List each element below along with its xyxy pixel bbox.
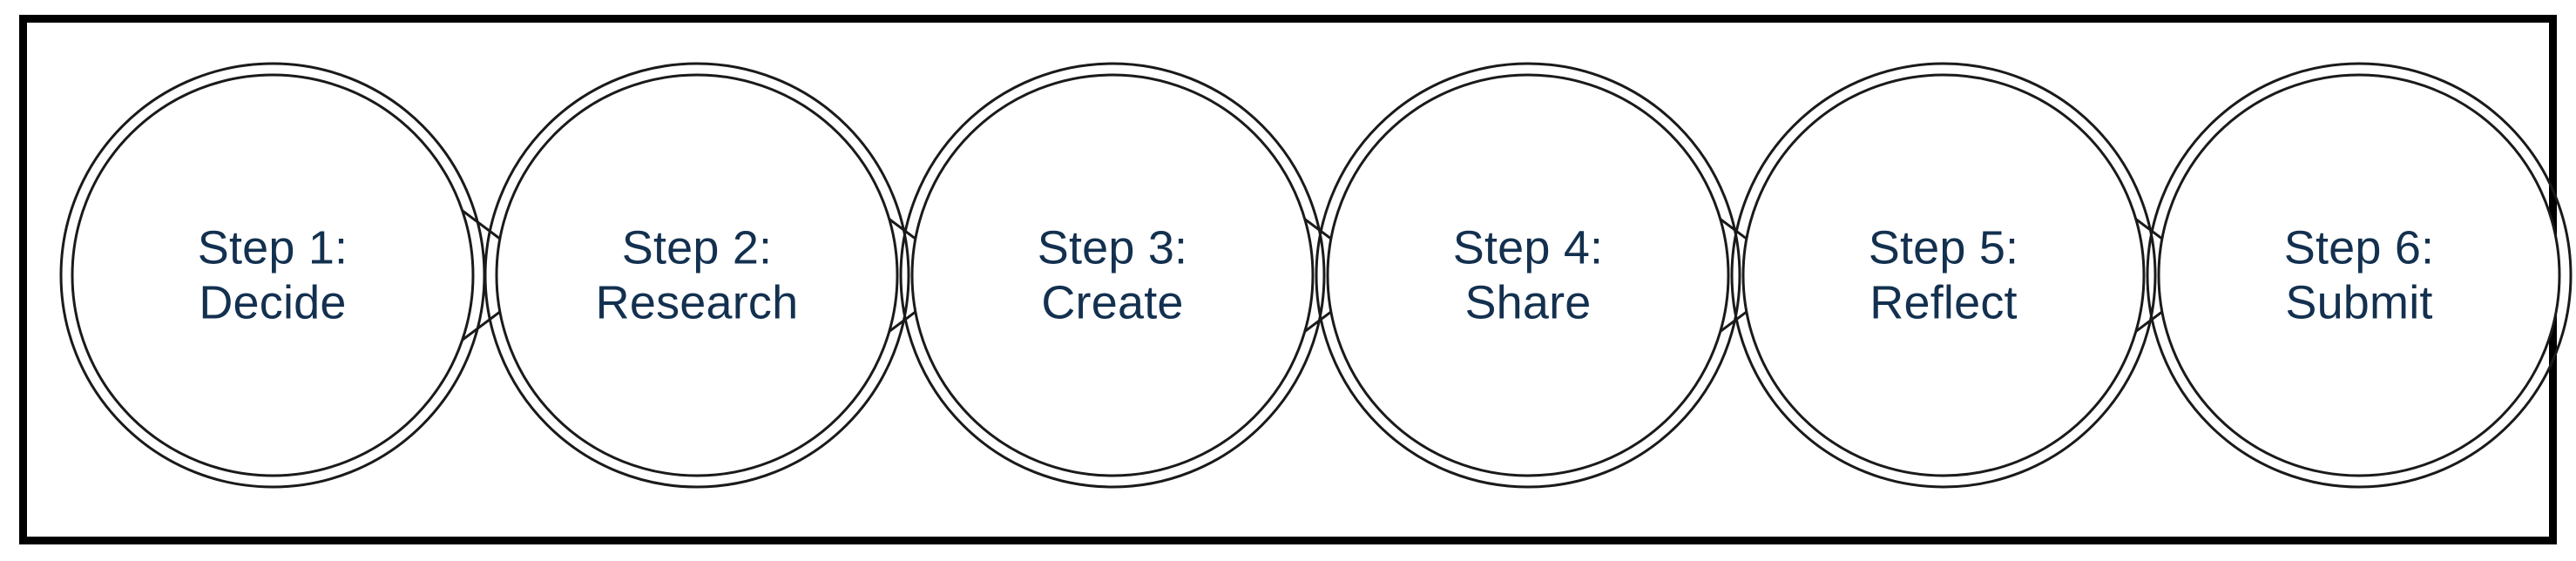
step-4-outer-ring: [1315, 62, 1741, 489]
step-4-inner-ring: [1326, 73, 1730, 477]
step-node-3[interactable]: [899, 62, 1326, 489]
step-3-inner-ring: [910, 73, 1315, 477]
step-6-outer-ring: [2146, 62, 2573, 489]
step-6-inner-ring: [2157, 73, 2561, 477]
step-5-inner-ring: [1741, 73, 2146, 477]
step-1-inner-ring: [71, 73, 475, 477]
step-2-inner-ring: [495, 73, 899, 477]
step-3-outer-ring: [899, 62, 1326, 489]
step-node-6[interactable]: [2146, 62, 2573, 489]
step-node-4[interactable]: [1315, 62, 1741, 489]
circle-layer: [59, 62, 2573, 489]
step-node-1[interactable]: [59, 62, 486, 489]
step-2-outer-ring: [483, 62, 910, 489]
step-node-2[interactable]: [483, 62, 910, 489]
step-5-outer-ring: [1730, 62, 2157, 489]
step-node-5[interactable]: [1730, 62, 2157, 489]
